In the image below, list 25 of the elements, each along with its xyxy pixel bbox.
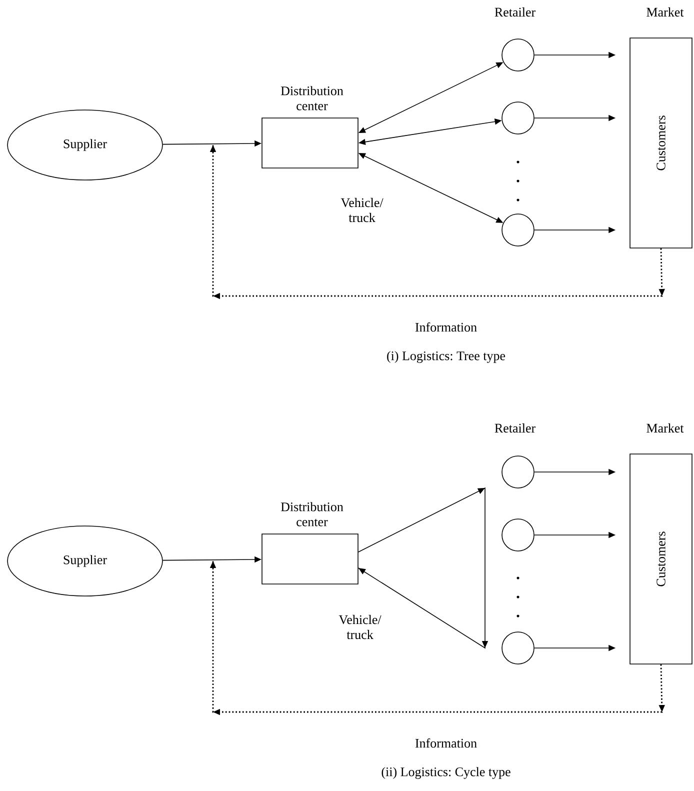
caption: (i) Logistics: Tree type — [387, 351, 506, 363]
arrow — [210, 561, 665, 716]
customers-box: Customers — [630, 454, 692, 664]
caption: (ii) Logistics: Cycle type — [382, 767, 510, 779]
column-heading: Market — [646, 423, 684, 433]
edge-label: Information — [415, 738, 477, 748]
vehicle-label: Vehicle/ truck — [340, 198, 384, 222]
retailer-circle — [502, 214, 534, 246]
retailer-circle — [502, 632, 534, 664]
distribution-box: Distribution center — [262, 502, 358, 584]
edge-label: Information — [415, 322, 477, 332]
vehicle-label: Vehicle/ truck — [338, 614, 382, 640]
node-label: Distribution center — [280, 86, 344, 110]
arrow — [358, 487, 488, 649]
column-heading: Retailer — [494, 423, 536, 433]
distribution-box: Distribution center — [262, 86, 358, 168]
customers-box: Customers — [630, 38, 692, 248]
arrow — [210, 145, 665, 300]
retailer-circle — [502, 102, 534, 134]
retailer-circle — [502, 456, 534, 488]
column-heading: Market — [646, 7, 684, 17]
node-label: Distribution center — [280, 502, 344, 526]
retailer-circle — [502, 518, 534, 552]
retailer-circle — [502, 38, 534, 72]
column-heading: Retailer — [494, 7, 536, 17]
